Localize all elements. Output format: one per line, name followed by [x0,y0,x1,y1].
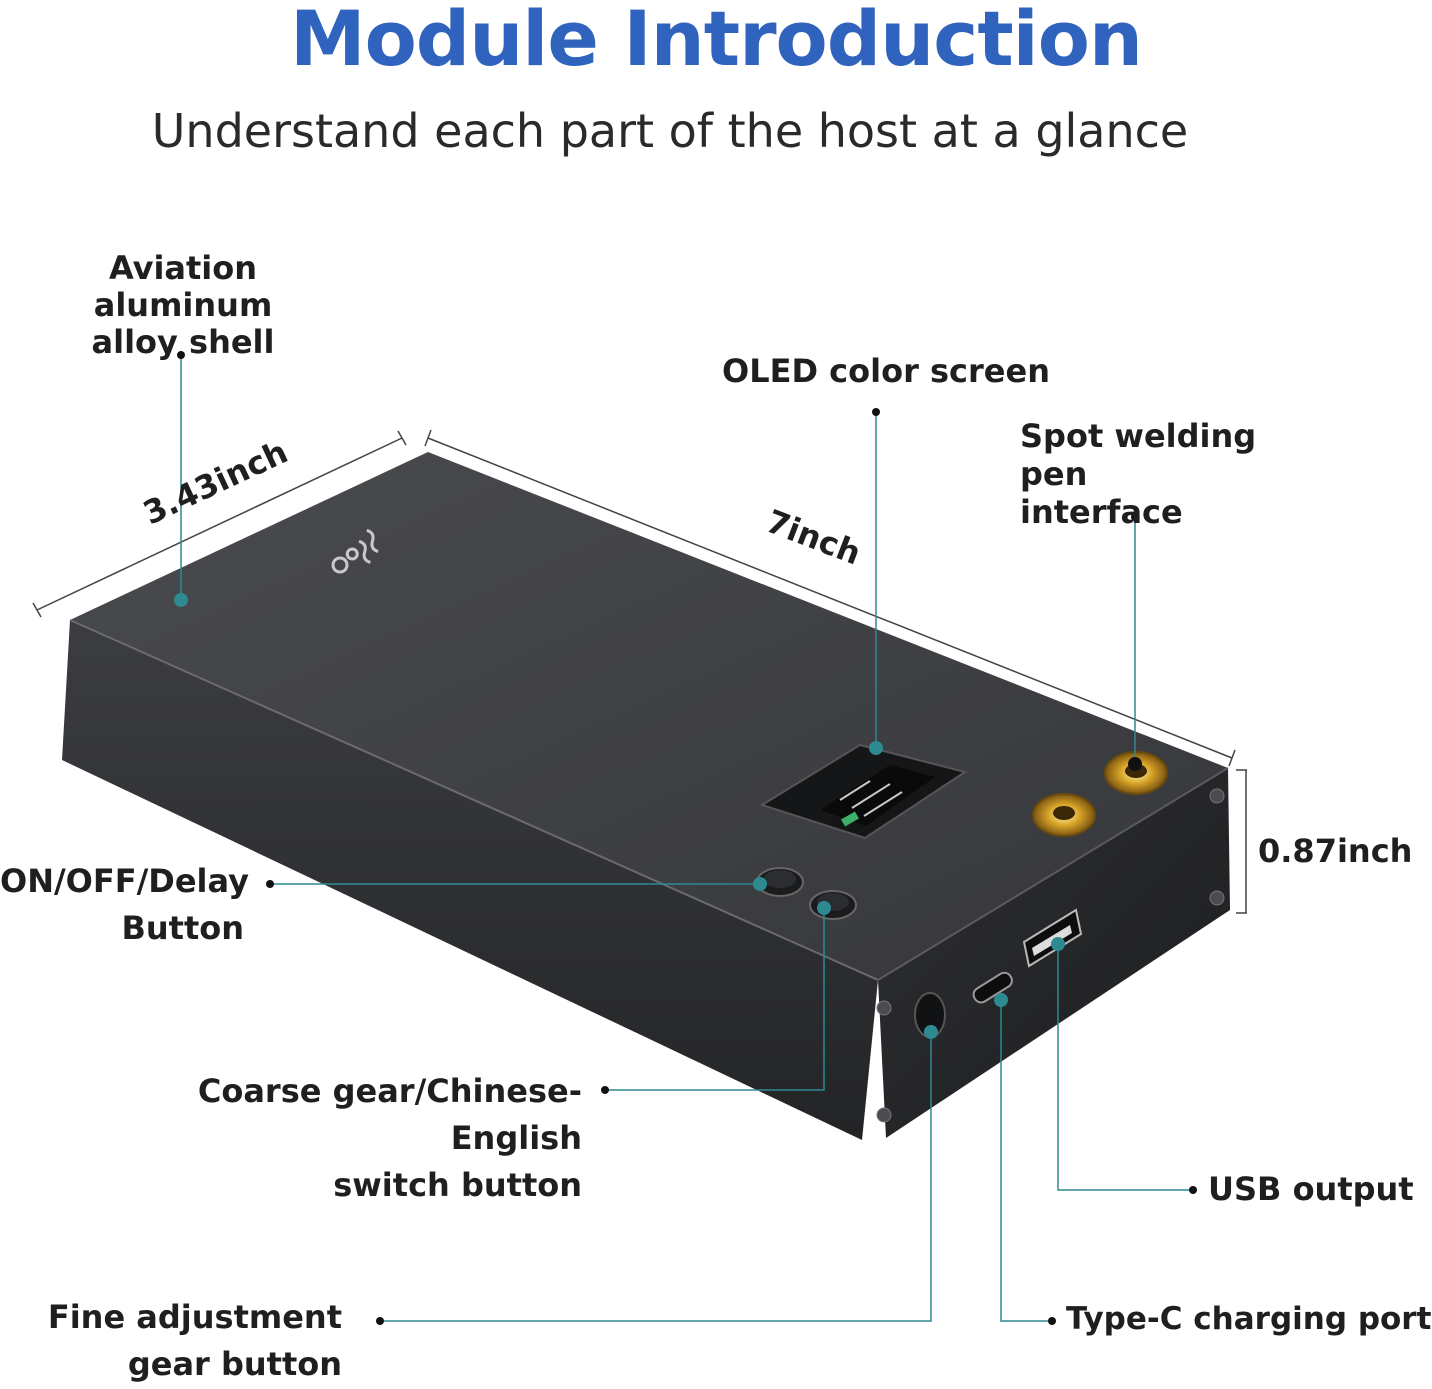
device-front-face [878,768,1230,1138]
device-top-face [70,452,1228,980]
screw-icons [876,788,1225,1123]
callout-power-button: ON/OFF/Delay Button [0,862,249,947]
callout-shell: Aviation aluminum alloy shell [91,249,275,361]
callout-usb: USB output [1208,1170,1414,1208]
width-dimension-label: 3.43inch [137,433,293,533]
callout-oled: OLED color screen [722,352,1050,390]
leader-label-dots [177,351,1197,1325]
device-edge-highlight [69,619,879,981]
callout-spot-pen: Spot welding pen interface [1020,417,1257,531]
callout-fine-button: Fine adjustment gear button [47,1298,342,1383]
callout-coarse-button: Coarse gear/Chinese-English switch butto… [197,1072,582,1204]
device-long-side [62,620,878,1140]
callout-typec: Type-C charging port [1066,1301,1432,1337]
length-dimension-line [424,429,1236,767]
power-button-icon [756,867,804,897]
oled-screen-readout-icon [839,780,903,827]
page-subtitle: Understand each part of the host at a gl… [151,104,1189,158]
height-dimension-line [1236,769,1247,914]
brand-logo-icon [331,528,379,574]
coarse-button-icon [809,890,857,920]
height-dimension-label: 0.87inch [1258,832,1413,870]
width-dimension-line [32,430,407,618]
spot-welding-pen-connector-icon [1032,751,1168,837]
page-title: Module Introduction [289,0,1143,83]
leader-lines [180,355,1193,1322]
oled-screen-display [820,765,935,826]
length-dimension-label: 7inch [761,502,866,573]
type-c-port-icon [972,971,1013,1004]
spot-pen-target-dot [1128,757,1142,771]
device-front-edge [877,767,1229,981]
leader-target-dots [174,593,1065,1039]
